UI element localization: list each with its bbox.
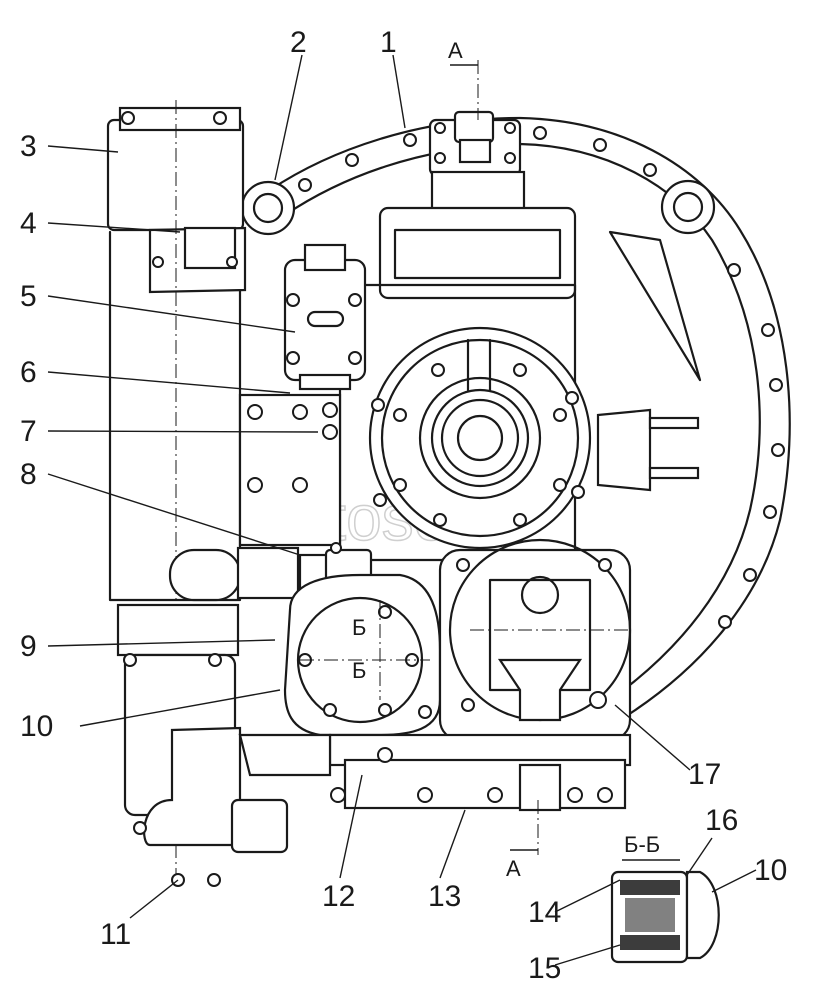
section-mark-a-bottom: A — [506, 856, 521, 881]
section-mark-b-upper: Б — [352, 615, 366, 640]
callout-14: 14 — [528, 896, 561, 929]
oil-pump — [116, 603, 289, 887]
oil-pan — [238, 733, 632, 812]
callout-9: 9 — [20, 630, 37, 663]
callout-10-detail: 10 — [754, 854, 787, 887]
section-mark-b-lower: Б — [352, 658, 366, 683]
callout-7: 7 — [20, 415, 37, 448]
leader-lines — [47, 54, 757, 966]
secondary-pump — [438, 538, 632, 742]
section-line-a — [450, 60, 539, 855]
callout-5: 5 — [20, 280, 37, 313]
callout-10: 10 — [20, 710, 53, 743]
section-mark-a-top: A — [448, 38, 463, 63]
callout-13: 13 — [428, 880, 461, 913]
callout-16: 16 — [705, 804, 738, 837]
oil-filter — [106, 100, 247, 880]
callout-12: 12 — [322, 880, 355, 913]
callout-3: 3 — [20, 130, 37, 163]
electrical-connector — [596, 408, 700, 492]
housing-bolts — [298, 126, 785, 629]
callout-2: 2 — [290, 26, 307, 59]
pump-housing-b — [283, 573, 442, 737]
callout-1: 1 — [380, 26, 397, 59]
section-title-bb: Б-Б — [624, 832, 660, 857]
section-bb-detail — [610, 859, 720, 964]
callout-4: 4 — [20, 207, 37, 240]
callout-17: 17 — [688, 758, 721, 791]
gearbox-body — [338, 206, 592, 562]
top-cover — [428, 110, 526, 214]
valve-block — [283, 243, 367, 391]
callout-15: 15 — [528, 952, 561, 985]
callout-6: 6 — [20, 356, 37, 389]
callout-11: 11 — [100, 918, 131, 951]
mounting-bracket — [238, 393, 342, 547]
callout-8: 8 — [20, 458, 37, 491]
